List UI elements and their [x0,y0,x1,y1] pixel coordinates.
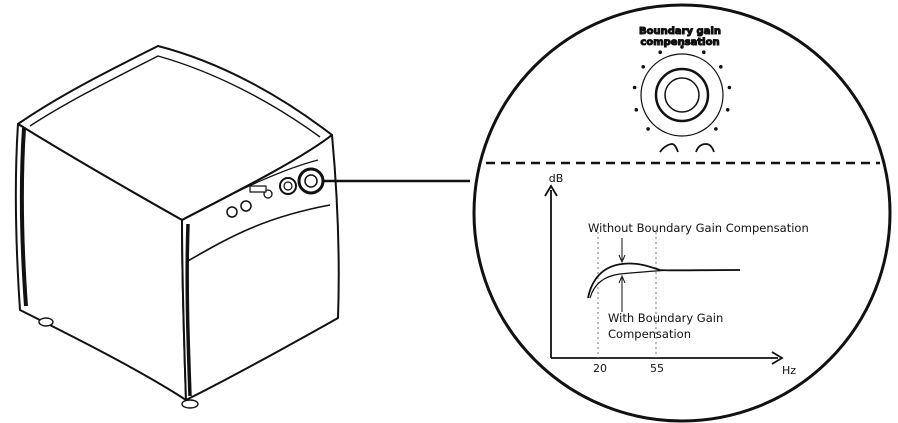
annotation-arrowhead-with-icon [618,274,626,284]
knob-scale-dot [702,50,706,54]
subwoofer-top-rim [29,55,321,138]
subwoofer-front-face [181,134,340,401]
subwoofer-small-knob-2 [240,200,252,212]
graph-x-axis-label: Hz [782,364,796,377]
subwoofer-front-edge-band [185,223,192,397]
subwoofer-panel-curve [185,204,331,263]
symbol-curve-low-icon [659,143,679,153]
control-title-line1: Boundary gain [639,26,721,37]
inset-circle [472,3,892,423]
knob-scale-dot [725,108,730,112]
knob-scale-dot [714,127,718,131]
symbol-curve-high-icon [695,143,715,153]
control-title-line2: compensation [640,37,719,48]
subwoofer-mid-knob-inner [283,181,293,191]
detail-inset: Boundary gain compensation dB Hz 20 [472,3,892,423]
knob-scale-dot [719,65,723,69]
response-graph: dB Hz 20 55 Without Boundary Gain Compen… [544,172,809,377]
knob-center [664,77,700,113]
graph-y-axis-label: dB [549,172,564,185]
knob-scale-dot [658,50,662,54]
knob-scale-dot [680,45,684,49]
knob-scale-dots [632,45,732,131]
knob-scale-dot [641,65,645,69]
knob-outer-ring [640,53,724,137]
subwoofer-illustration [14,45,340,409]
subwoofer-label-plate [249,185,267,193]
boundary-knob-detail: Boundary gain compensation [632,26,732,153]
knob-middle-ring [654,67,710,123]
knob-scale-dot [727,85,732,90]
curve-with-compensation [589,269,740,299]
knob-scale-dot [632,85,637,90]
subwoofer-panel-top [199,159,319,211]
subwoofer-boundary-knob-inner [304,174,318,188]
graph-y-axis-arrow-icon [544,184,558,197]
subwoofer-foot-left [38,317,54,327]
graph-x-axis-arrow-icon [771,351,784,365]
annotation-without-compensation: Without Boundary Gain Compensation [588,221,809,235]
knob-scale-dot [646,127,650,131]
subwoofer-left-edge-band [19,127,28,307]
annotation-with-compensation-line1: With Boundary Gain [608,311,723,325]
knob-scale-dot [634,108,639,112]
graph-x-tick-20: 20 [593,362,607,375]
subwoofer-foot-front [181,399,199,409]
annotation-with-compensation-line2: Compensation [608,327,691,341]
subwoofer-small-knob-1 [226,206,238,218]
graph-x-tick-55: 55 [650,362,664,375]
annotation-arrowhead-without-icon [618,254,626,264]
